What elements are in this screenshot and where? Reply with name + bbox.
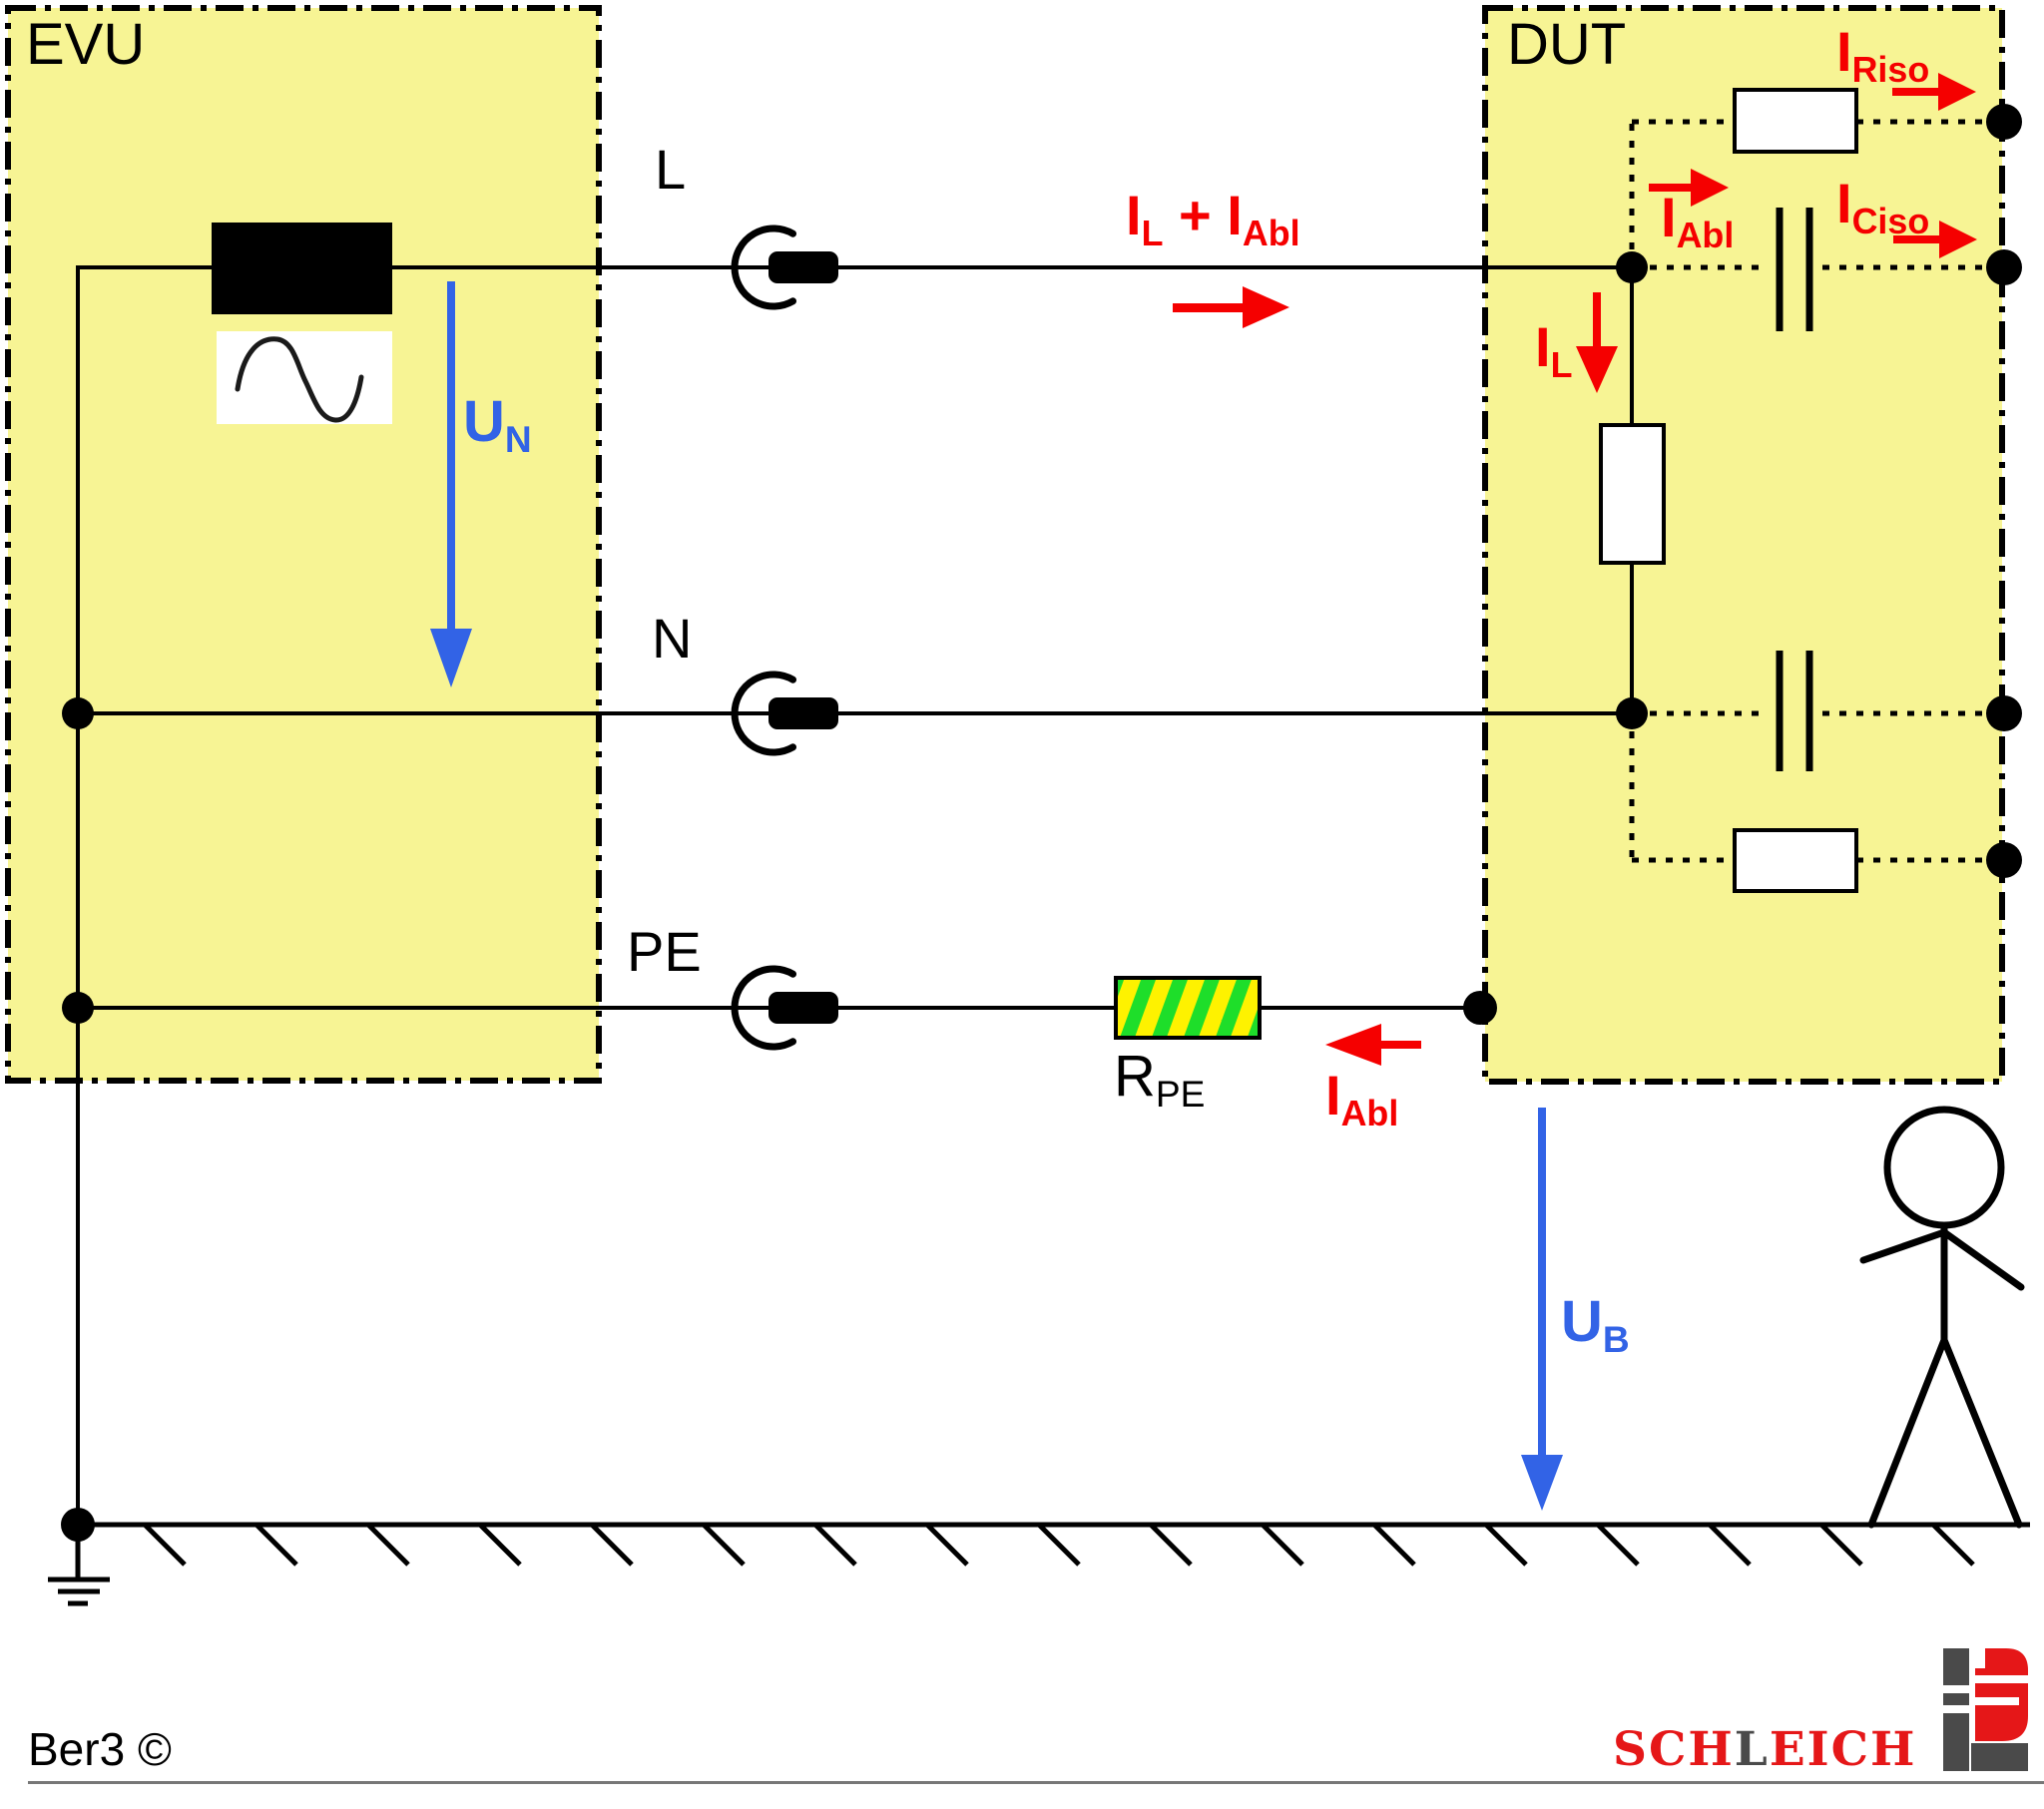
arrow-il-plus-iabl-right — [1173, 286, 1289, 328]
brand-part2: L — [1734, 1722, 1770, 1777]
current-label-iriso: IRiso — [1836, 24, 1929, 89]
brand-part3: EICH — [1769, 1722, 1917, 1777]
wire-source-left — [76, 265, 212, 1525]
iciso-main: I — [1836, 172, 1852, 234]
iriso-sub: Riso — [1851, 49, 1930, 90]
resistor-rpe — [1114, 976, 1262, 1040]
iriso-main: I — [1836, 20, 1852, 83]
resistor-riso — [1733, 88, 1858, 154]
clamp-L-icon — [731, 225, 838, 310]
line-label-pe: PE — [627, 920, 702, 983]
il-main: I — [1126, 184, 1142, 246]
rpe-sub: PE — [1155, 1073, 1206, 1116]
clamp-PE-icon — [731, 965, 838, 1051]
il-label-main: I — [1535, 315, 1551, 378]
current-label-iabl-top: IAbl — [1661, 190, 1734, 254]
iabl-top-sub: Abl — [1676, 215, 1735, 255]
arrow-un-down — [430, 281, 472, 687]
arrow-iciso-right — [1893, 221, 1977, 258]
source-block — [212, 223, 392, 314]
arrow-iabl-left — [1325, 1024, 1421, 1066]
evu-zone-label: EVU — [26, 12, 146, 77]
iabl-top-main: I — [1661, 186, 1677, 248]
footer-divider — [28, 1781, 2044, 1784]
arrow-iabl-top-right — [1649, 169, 1729, 207]
iabl-sub: Abl — [1242, 213, 1300, 253]
person-icon — [1859, 1106, 2025, 1529]
junction-dots — [61, 104, 2022, 1542]
arrow-il-down — [1576, 292, 1618, 393]
rpe-main: R — [1114, 1044, 1156, 1109]
clamp-N-icon — [731, 671, 838, 756]
resistor-load — [1599, 423, 1666, 565]
current-label-iabl-bottom: IAbl — [1325, 1068, 1398, 1132]
dut-zone-label: DUT — [1507, 12, 1627, 77]
un-sub: N — [504, 418, 532, 461]
current-label-iciso: ICiso — [1836, 176, 1929, 240]
dut-dotted-connections — [1629, 119, 1988, 863]
resistor-bottom — [1733, 828, 1858, 893]
arrow-ub-down — [1521, 1108, 1563, 1511]
ub-main: U — [1561, 1289, 1603, 1354]
iabl-bottom-sub: Abl — [1340, 1093, 1399, 1133]
current-label-il: IL — [1535, 319, 1572, 384]
dut-zone-box — [1482, 5, 2005, 1085]
evu-zone-box — [5, 5, 602, 1084]
brand-part1: SCH — [1613, 1722, 1735, 1777]
capacitor-bottom — [1776, 651, 1813, 771]
un-main: U — [463, 389, 505, 454]
ground-hatching — [143, 1523, 1975, 1567]
voltage-label-un: UN — [463, 393, 532, 458]
wires — [76, 265, 2030, 1528]
plus-sign: + — [1163, 184, 1228, 246]
arrow-iriso-right — [1892, 73, 1976, 111]
current-label-il-plus-iabl: IL + IAbl — [1126, 188, 1300, 252]
iabl-bottom-main: I — [1325, 1064, 1341, 1127]
voltage-arrows — [430, 281, 1563, 1511]
ub-sub: B — [1602, 1318, 1630, 1361]
line-label-l: L — [655, 138, 687, 201]
schleich-logo-icon — [1943, 1648, 2028, 1771]
capacitor-ciso — [1776, 208, 1813, 331]
iabl-main: I — [1227, 184, 1243, 246]
iciso-sub: Ciso — [1851, 201, 1930, 241]
earth-ground-icon — [48, 1525, 110, 1606]
current-arrows — [1173, 73, 1977, 1066]
credit-text: Ber3 © — [28, 1723, 172, 1775]
il-label-sub: L — [1550, 344, 1573, 385]
sine-source-icon — [217, 331, 392, 424]
voltage-label-ub: UB — [1561, 1293, 1630, 1358]
rpe-label: RPE — [1114, 1048, 1205, 1113]
line-label-n: N — [652, 607, 693, 670]
il-sub: L — [1141, 213, 1164, 253]
brand-wordmark: SCHLEICH — [1613, 1726, 1916, 1773]
